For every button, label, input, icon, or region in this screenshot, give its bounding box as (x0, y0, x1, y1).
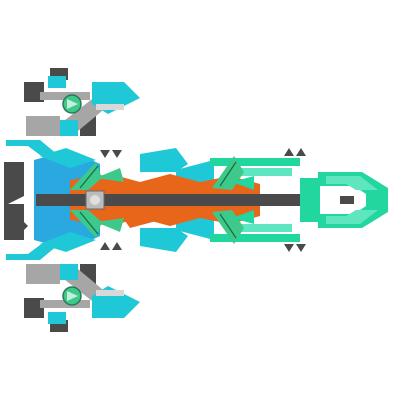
notch-top-1 (100, 150, 110, 158)
hull-fin-top (140, 148, 188, 172)
lower-wing-plate-cyan-3 (60, 264, 78, 280)
orange-core-bow (116, 208, 160, 228)
nose-barrel (340, 196, 354, 204)
upper-wing-frame (26, 96, 108, 136)
hull-fin-bottom (140, 228, 188, 252)
lower-wing (24, 264, 140, 332)
hull-rail-top-2 (236, 168, 292, 176)
nose-inner-bottom (326, 210, 378, 224)
upper-wing-plate-light (96, 104, 124, 110)
hull-body-cyan-top (40, 148, 96, 168)
turret-icon (62, 286, 82, 306)
nose-mount (300, 178, 320, 222)
upper-wing-plate-cyan-2 (48, 76, 66, 88)
thruster-top-fin (4, 196, 24, 206)
spike-line-2 (79, 211, 99, 235)
spike-3 (96, 168, 124, 182)
spike-7 (232, 176, 254, 190)
crystal-spikes (70, 156, 254, 244)
lower-wing-thruster-a (24, 298, 44, 318)
notch-bot-2 (112, 242, 122, 250)
hull-rail-bottom (210, 234, 300, 242)
upper-wing-thruster-a (24, 82, 44, 102)
notch-bot-3 (284, 244, 294, 252)
thruster-top (4, 162, 24, 196)
lower-wing-plate-cyan-2 (48, 312, 66, 324)
notch-bot-1 (100, 242, 110, 250)
rear-thrusters (4, 162, 28, 240)
thruster-bottom-fin (14, 212, 28, 240)
spike-8 (232, 210, 254, 224)
spike-2 (70, 210, 102, 238)
cannon-nose-icon (300, 172, 388, 228)
upper-wing (24, 68, 140, 136)
core-module-icon (85, 190, 105, 210)
hull-mid-top (176, 160, 214, 184)
spike-line-1 (79, 165, 99, 189)
hull-body-cyan-bottom (40, 232, 96, 252)
nose-inner (326, 176, 378, 190)
spike-4 (96, 218, 124, 232)
hull-rail-top (210, 158, 300, 166)
turret-icon (62, 94, 82, 114)
notch-bot-4 (296, 244, 306, 252)
lower-wing-frame (26, 264, 108, 304)
notch-top-4 (296, 148, 306, 156)
spike-line-4 (219, 213, 237, 239)
upper-wing-plate-cyan-3 (60, 120, 78, 136)
spike-1 (70, 162, 102, 190)
spike-line-3 (219, 161, 237, 187)
notch-top-2 (112, 150, 122, 158)
lower-wing-plate-light (96, 290, 124, 296)
hull-rail-bottom-2 (236, 224, 292, 232)
notch-top-3 (284, 148, 294, 156)
central-spine (36, 194, 308, 206)
hull-mid-bottom (176, 216, 214, 240)
